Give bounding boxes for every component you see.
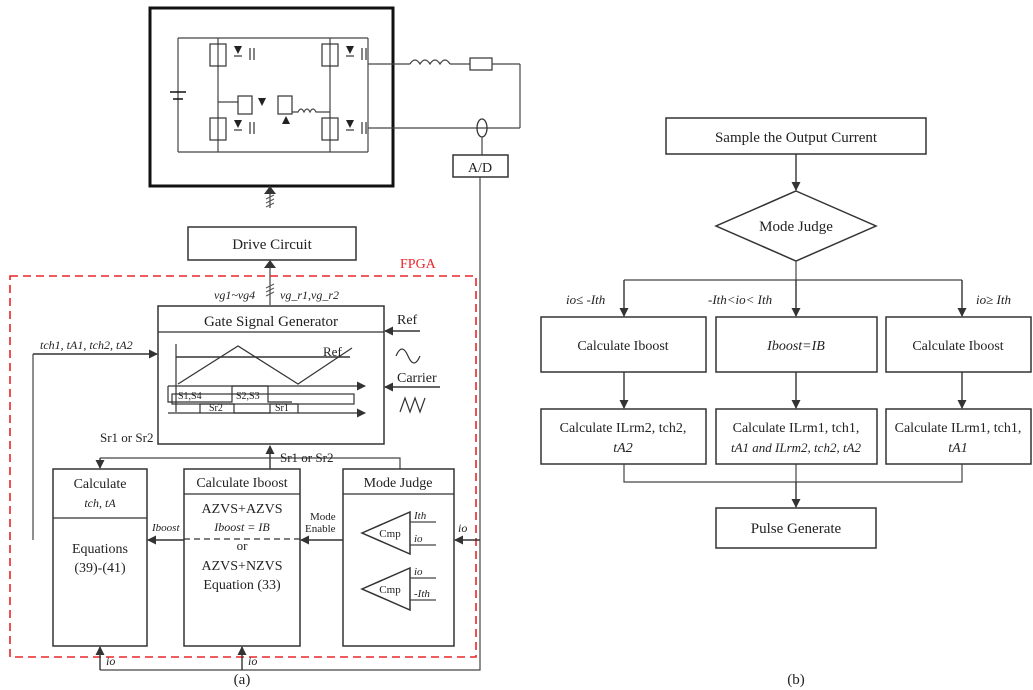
cmp1-in1: Ith xyxy=(413,510,427,522)
triangle-wave-icon xyxy=(399,396,426,414)
calc-iboost-box xyxy=(183,468,301,647)
cmp2-in1: io xyxy=(414,566,423,578)
carrier-label: Carrier xyxy=(397,371,437,386)
gate-signals-left: vg1~vg4 xyxy=(214,288,255,302)
ad-label: A/D xyxy=(468,161,492,176)
sr-label-left: Sr1 or Sr2 xyxy=(100,430,153,445)
calc-right-label: Calculate Iboost xyxy=(912,339,1003,354)
cond-mid: -Ith<io< Ith xyxy=(708,292,772,307)
cmp2-in2: -Ith xyxy=(414,588,430,600)
result-left-line1: Calculate ILrm2, tch2, xyxy=(560,421,687,436)
result-right-line2: tA1 xyxy=(948,441,967,456)
calc-t-eq2: (39)-(41) xyxy=(74,561,126,576)
gate-signal-generator-label: Gate Signal Generator xyxy=(204,314,338,330)
mode-enable-1: Mode xyxy=(310,511,336,523)
calc-iboost-title: Calculate Iboost xyxy=(196,476,287,491)
comparator-2 xyxy=(360,566,411,612)
feedback-times: tch1, tA1, tch2, tA2 xyxy=(40,338,133,352)
calc-t-title: Calculate xyxy=(74,477,127,492)
mode-judge-label: Mode Judge xyxy=(364,476,433,491)
or-label: or xyxy=(237,538,249,553)
caption-a: (a) xyxy=(234,672,251,688)
sample-label: Sample the Output Current xyxy=(715,130,878,146)
azvs-azvs: AZVS+AZVS xyxy=(201,502,282,517)
mode-judge-b-label: Mode Judge xyxy=(759,219,833,235)
cond-right: io≥ Ith xyxy=(976,292,1011,307)
mode-enable-2: Enable xyxy=(305,523,336,535)
io-input-label: io xyxy=(458,521,467,535)
sr-label-right: Sr1 or Sr2 xyxy=(280,450,333,465)
sample-box xyxy=(665,117,927,155)
gate-signals-right: vg_r1,vg_r2 xyxy=(280,288,339,302)
pulse-s1s4: S1,S4 xyxy=(178,391,202,402)
cmp2-label: Cmp xyxy=(379,584,401,596)
pulse-generate-box xyxy=(715,507,877,549)
pwm-waveform xyxy=(167,344,366,418)
io-bottom-1: io xyxy=(106,654,115,668)
cmp1-label: Cmp xyxy=(379,528,401,540)
calc-mid-box xyxy=(715,316,878,373)
drive-circuit-label: Drive Circuit xyxy=(232,237,312,253)
caption-b: (b) xyxy=(787,672,805,688)
calc-mid-label: Iboost=IB xyxy=(766,339,825,354)
result-left-line2: tA2 xyxy=(613,441,632,456)
fpga-label: FPGA xyxy=(400,257,437,272)
result-right-box xyxy=(885,408,1032,465)
sine-icon xyxy=(395,348,421,364)
calc-t-box xyxy=(52,468,148,647)
mode-judge-box xyxy=(342,468,455,647)
calc-left-label: Calculate Iboost xyxy=(577,339,668,354)
cmp1-in2: io xyxy=(414,533,423,545)
comparator-1 xyxy=(360,510,411,556)
pulse-sr2: Sr2 xyxy=(209,403,223,414)
calc-t-sub: tch, tA xyxy=(84,496,116,510)
iboost-arrow-label: Iboost xyxy=(151,522,180,534)
cond-left: io≤ -Ith xyxy=(566,292,605,307)
result-mid-line2: tA1 and ILrm2, tch2, tA2 xyxy=(731,440,861,455)
iboost-eq-ib: Iboost = IB xyxy=(213,520,270,534)
power-circuit xyxy=(148,6,521,188)
pulse-s2s3: S2,S3 xyxy=(236,391,260,402)
io-bottom-2: io xyxy=(248,654,257,668)
pulse-generate-label: Pulse Generate xyxy=(751,521,842,537)
ref-inner-label: Ref xyxy=(323,344,342,359)
azvs-nzvs: AZVS+NZVS xyxy=(201,559,282,574)
result-right-line1: Calculate ILrm1, tch1, xyxy=(895,421,1022,436)
fpga-region xyxy=(9,275,477,658)
equation-33: Equation (33) xyxy=(203,578,281,593)
gate-signal-generator-box xyxy=(157,305,385,445)
calc-right-box xyxy=(885,316,1032,373)
calc-t-eq1: Equations xyxy=(72,542,128,557)
result-mid-line1: Calculate ILrm1, tch1, xyxy=(733,421,860,436)
result-mid-box xyxy=(715,408,878,465)
result-left-box xyxy=(540,408,707,465)
drive-circuit-box xyxy=(187,226,357,261)
ref-label: Ref xyxy=(397,313,418,328)
pulse-sr1: Sr1 xyxy=(275,403,289,414)
